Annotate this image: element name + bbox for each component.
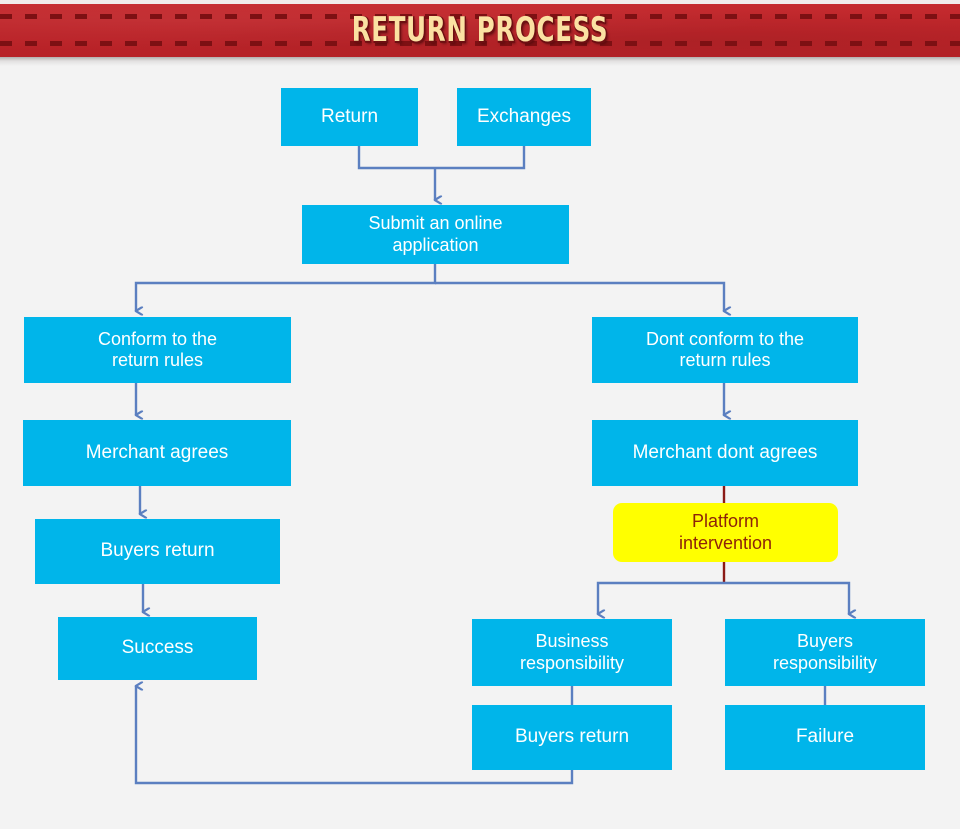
node-buyers-return-left[interactable]: Buyers return	[35, 519, 280, 584]
edge-submit-split	[136, 264, 437, 311]
node-merchant-dont-agrees[interactable]: Merchant dont agrees	[592, 420, 858, 486]
edge-platform-split-left	[598, 581, 724, 614]
node-return[interactable]: Return	[281, 88, 418, 146]
node-buyers-return-bottom[interactable]: Buyers return	[472, 705, 672, 770]
edge-submit-split-right	[435, 281, 724, 311]
node-merchant-agrees[interactable]: Merchant agrees	[23, 420, 291, 486]
banner-stitch-bottom	[0, 41, 960, 46]
node-platform-intervention[interactable]: Platform intervention	[613, 503, 838, 562]
node-submit-online-application[interactable]: Submit an online application	[302, 205, 569, 264]
banner-top-strip	[0, 0, 960, 4]
edge-return-to-submit	[357, 146, 526, 170]
banner-shadow	[0, 57, 960, 66]
node-exchanges[interactable]: Exchanges	[457, 88, 591, 146]
edge-platform-split-right	[724, 581, 849, 614]
banner-stitch-top	[0, 14, 960, 19]
header-banner: RETURN PROCESS	[0, 0, 960, 72]
node-dont-conform-to-return-rules[interactable]: Dont conform to the return rules	[592, 317, 858, 383]
node-buyers-responsibility[interactable]: Buyers responsibility	[725, 619, 925, 686]
node-failure[interactable]: Failure	[725, 705, 925, 770]
banner-ribbon	[0, 4, 960, 57]
node-business-responsibility[interactable]: Business responsibility	[472, 619, 672, 686]
node-conform-to-return-rules[interactable]: Conform to the return rules	[24, 317, 291, 383]
node-success[interactable]: Success	[58, 617, 257, 680]
